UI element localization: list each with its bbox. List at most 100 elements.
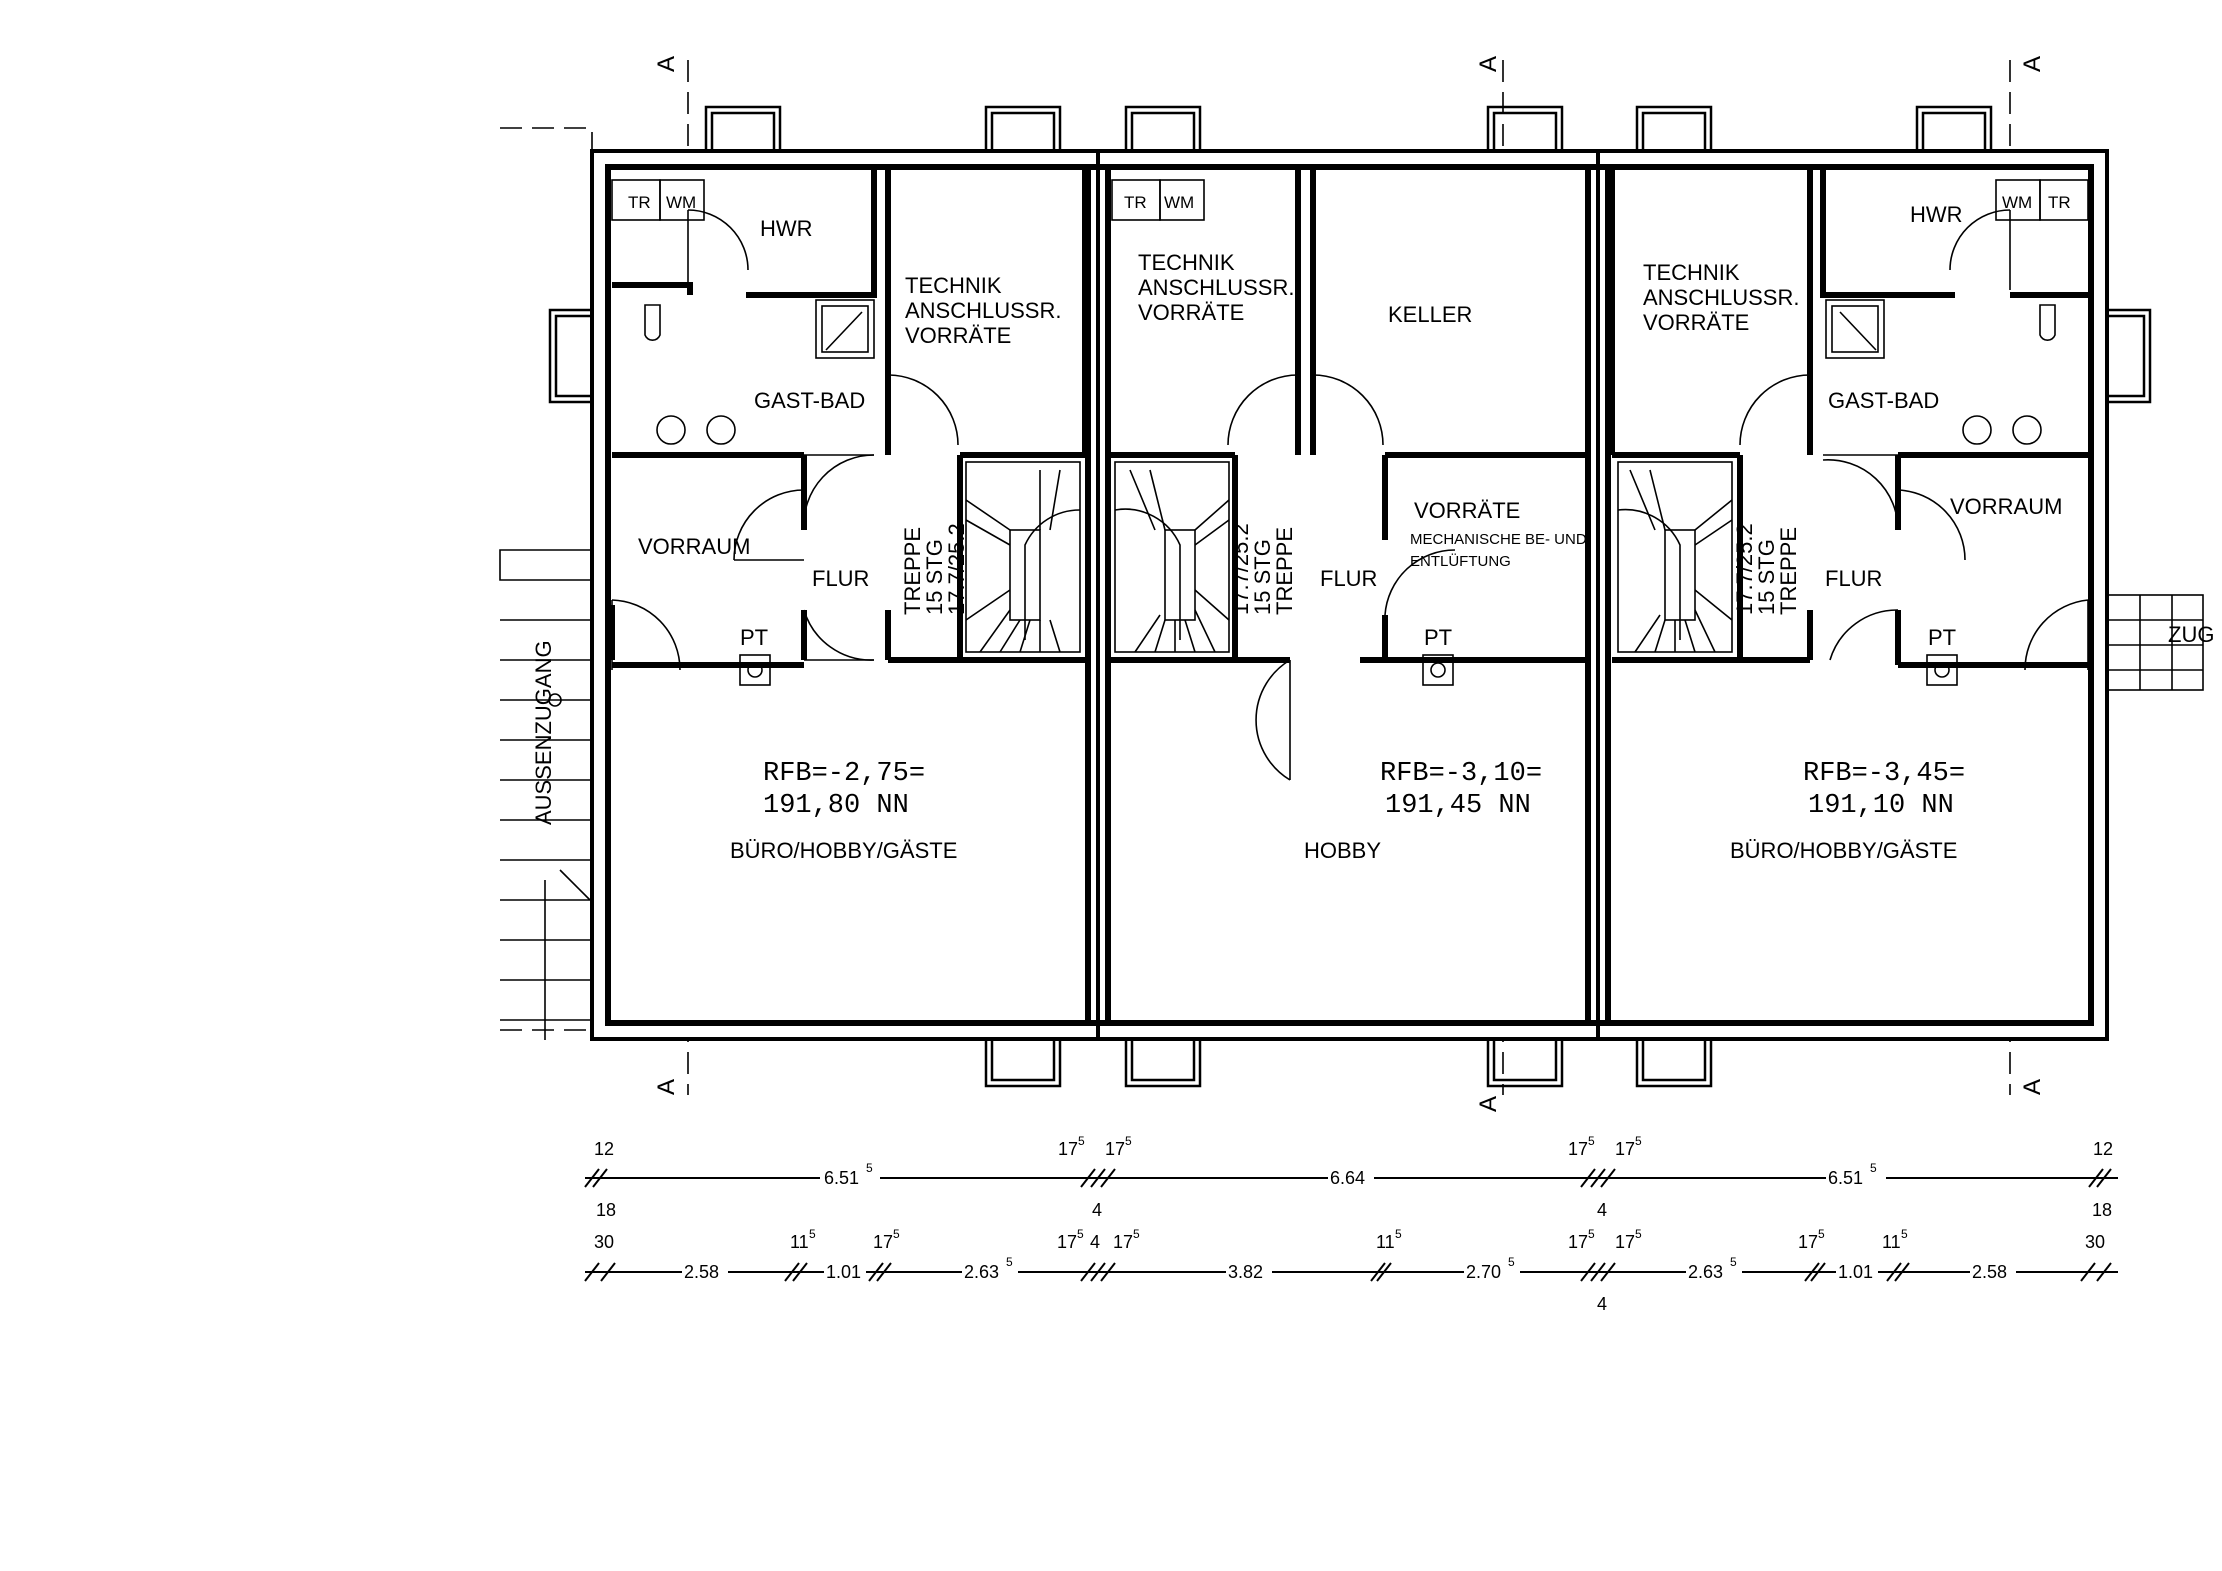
- room-hwr: HWR: [760, 216, 813, 241]
- dim-row2-line: 2.58 1.01 2.63 5 3.82 2.70 5 2.63 5 1.01…: [682, 1255, 2016, 1282]
- dimension-tick: [1080, 1168, 1096, 1188]
- dim-value: 4: [1092, 1200, 1102, 1220]
- treppe-line3: 17.7/25.2: [944, 523, 969, 615]
- dim-value: 30: [2085, 1232, 2105, 1252]
- dimension-tick: [584, 1168, 600, 1188]
- rfb-line1: RFB=-3,10=: [1380, 759, 1542, 789]
- dim-value: 6.64: [1330, 1168, 1365, 1188]
- dimension-tick: [2096, 1262, 2112, 1282]
- treppe-line3: TREPPE: [1272, 527, 1297, 615]
- dim-value: 1.01: [826, 1262, 861, 1282]
- dimension-tick: [592, 1168, 608, 1188]
- dimension-tick: [1590, 1168, 1606, 1188]
- section-marker: A: [653, 56, 680, 72]
- dim-row1-bottom: 18 4 4 18: [596, 1200, 2112, 1220]
- dim-value: 17: [1568, 1139, 1588, 1159]
- room-vorraum: VORRAUM: [1950, 494, 2062, 519]
- dimension-tick: [792, 1262, 808, 1282]
- dimension-tick: [1080, 1262, 1096, 1282]
- aussenzugang-label: AUSSENZUGANG: [531, 640, 556, 825]
- dim-value: 17: [1113, 1232, 1133, 1252]
- dimension-tick: [2096, 1168, 2112, 1188]
- dim-sup: 5: [1508, 1255, 1515, 1269]
- dim-value: 2.70: [1466, 1262, 1501, 1282]
- dim-value: 30: [594, 1232, 614, 1252]
- doors: [611, 209, 2089, 781]
- room-vorraum: VORRAUM: [638, 534, 750, 559]
- dim-sup: 5: [1125, 1134, 1132, 1148]
- room-technik-line1: TECHNIK: [1643, 260, 1740, 285]
- dim-value: 17: [1568, 1232, 1588, 1252]
- dim-value: 17: [1798, 1232, 1818, 1252]
- dim-value: 4: [1090, 1232, 1100, 1252]
- treppe-line1: 17.7/25.2: [1732, 523, 1757, 615]
- dim-sup: 5: [1395, 1227, 1402, 1241]
- room-technik-line3: VORRÄTE: [1643, 310, 1749, 335]
- dim-sup: 5: [1588, 1134, 1595, 1148]
- room-technik-line1: TECHNIK: [1138, 250, 1235, 275]
- window-wells: [548, 105, 2152, 1088]
- room-technik-line1: TECHNIK: [905, 273, 1002, 298]
- dim-value: 17: [1057, 1232, 1077, 1252]
- fixtures: [611, 179, 2089, 686]
- dim-sup: 5: [1077, 1227, 1084, 1241]
- treppe-line3: TREPPE: [1776, 527, 1801, 615]
- room-flur: FLUR: [812, 566, 869, 591]
- room-technik-line3: VORRÄTE: [905, 323, 1011, 348]
- tr-label: TR: [628, 193, 651, 212]
- dim-sup: 5: [1901, 1227, 1908, 1241]
- dimension-tick: [1580, 1262, 1596, 1282]
- room-gast-bad: GAST-BAD: [754, 388, 865, 413]
- section-marker: A: [2019, 56, 2046, 72]
- wm-label: WM: [666, 193, 696, 212]
- dimension-tick: [600, 1262, 616, 1282]
- rfb-line2: 191,80 NN: [763, 791, 909, 821]
- dimension-tick: [1090, 1262, 1106, 1282]
- lueftung-line1: MECHANISCHE BE- UND: [1410, 531, 1587, 548]
- outer-walls: [590, 149, 2109, 1041]
- dimension-tick: [1580, 1168, 1596, 1188]
- section-marker: A: [1475, 56, 1502, 72]
- room-vorraete: VORRÄTE: [1414, 498, 1520, 523]
- dimension-tick: [1810, 1262, 1826, 1282]
- dimension-tick: [784, 1262, 800, 1282]
- dim-value: 12: [594, 1139, 614, 1159]
- dimension-tick: [1804, 1262, 1820, 1282]
- dimension-tick: [876, 1262, 892, 1282]
- dim-sup: 5: [866, 1161, 873, 1175]
- dim-row2-bottom: 4: [1597, 1294, 1607, 1314]
- dim-row1-line: 6.51 5 6.64 6.51 5: [820, 1161, 1886, 1188]
- interior-walls-left: [609, 170, 1088, 668]
- wm-label: WM: [1164, 193, 1194, 212]
- treppe-line1: 17.7/25.2: [1228, 523, 1253, 615]
- section-marker: A: [653, 1079, 680, 1095]
- dim-value: 11: [790, 1232, 809, 1252]
- rfb-line2: 191,45 NN: [1385, 791, 1531, 821]
- room-hobby: HOBBY: [1304, 838, 1381, 863]
- dim-value: 2.63: [964, 1262, 999, 1282]
- dimension-tick: [1100, 1168, 1116, 1188]
- dim-value: 4: [1597, 1200, 1607, 1220]
- room-buero-hobby-gaeste: BÜRO/HOBBY/GÄSTE: [1730, 838, 1957, 863]
- labels-right: WM TR HWR TECHNIK ANSCHLUSSR. VORRÄTE GA…: [1643, 193, 2071, 863]
- room-technik-line2: ANSCHLUSSR.: [905, 298, 1061, 323]
- dim-value: 2.58: [1972, 1262, 2007, 1282]
- dim-value: 18: [2092, 1200, 2112, 1220]
- dim-value: 17: [1615, 1232, 1635, 1252]
- dim-value: 2.58: [684, 1262, 719, 1282]
- dim-value: 11: [1376, 1232, 1395, 1252]
- dim-row1-top: 12 17 5 17 5 17 5 17 5 12: [594, 1134, 2113, 1159]
- zugang-label: ZUG: [2168, 622, 2214, 647]
- dimension-tick: [1370, 1262, 1386, 1282]
- dim-value: 6.51: [1828, 1168, 1863, 1188]
- dim-sup: 5: [893, 1227, 900, 1241]
- section-marker: A: [1475, 1096, 1502, 1112]
- labels-left: TR WM HWR TECHNIK ANSCHLUSSR. VORRÄTE GA…: [628, 193, 1061, 863]
- dim-value: 3.82: [1228, 1262, 1263, 1282]
- treppe-line2: 15 STG: [1754, 539, 1779, 615]
- dim-sup: 5: [1818, 1227, 1825, 1241]
- room-hwr: HWR: [1910, 202, 1963, 227]
- dimension-tick: [1590, 1262, 1606, 1282]
- room-keller: KELLER: [1388, 302, 1472, 327]
